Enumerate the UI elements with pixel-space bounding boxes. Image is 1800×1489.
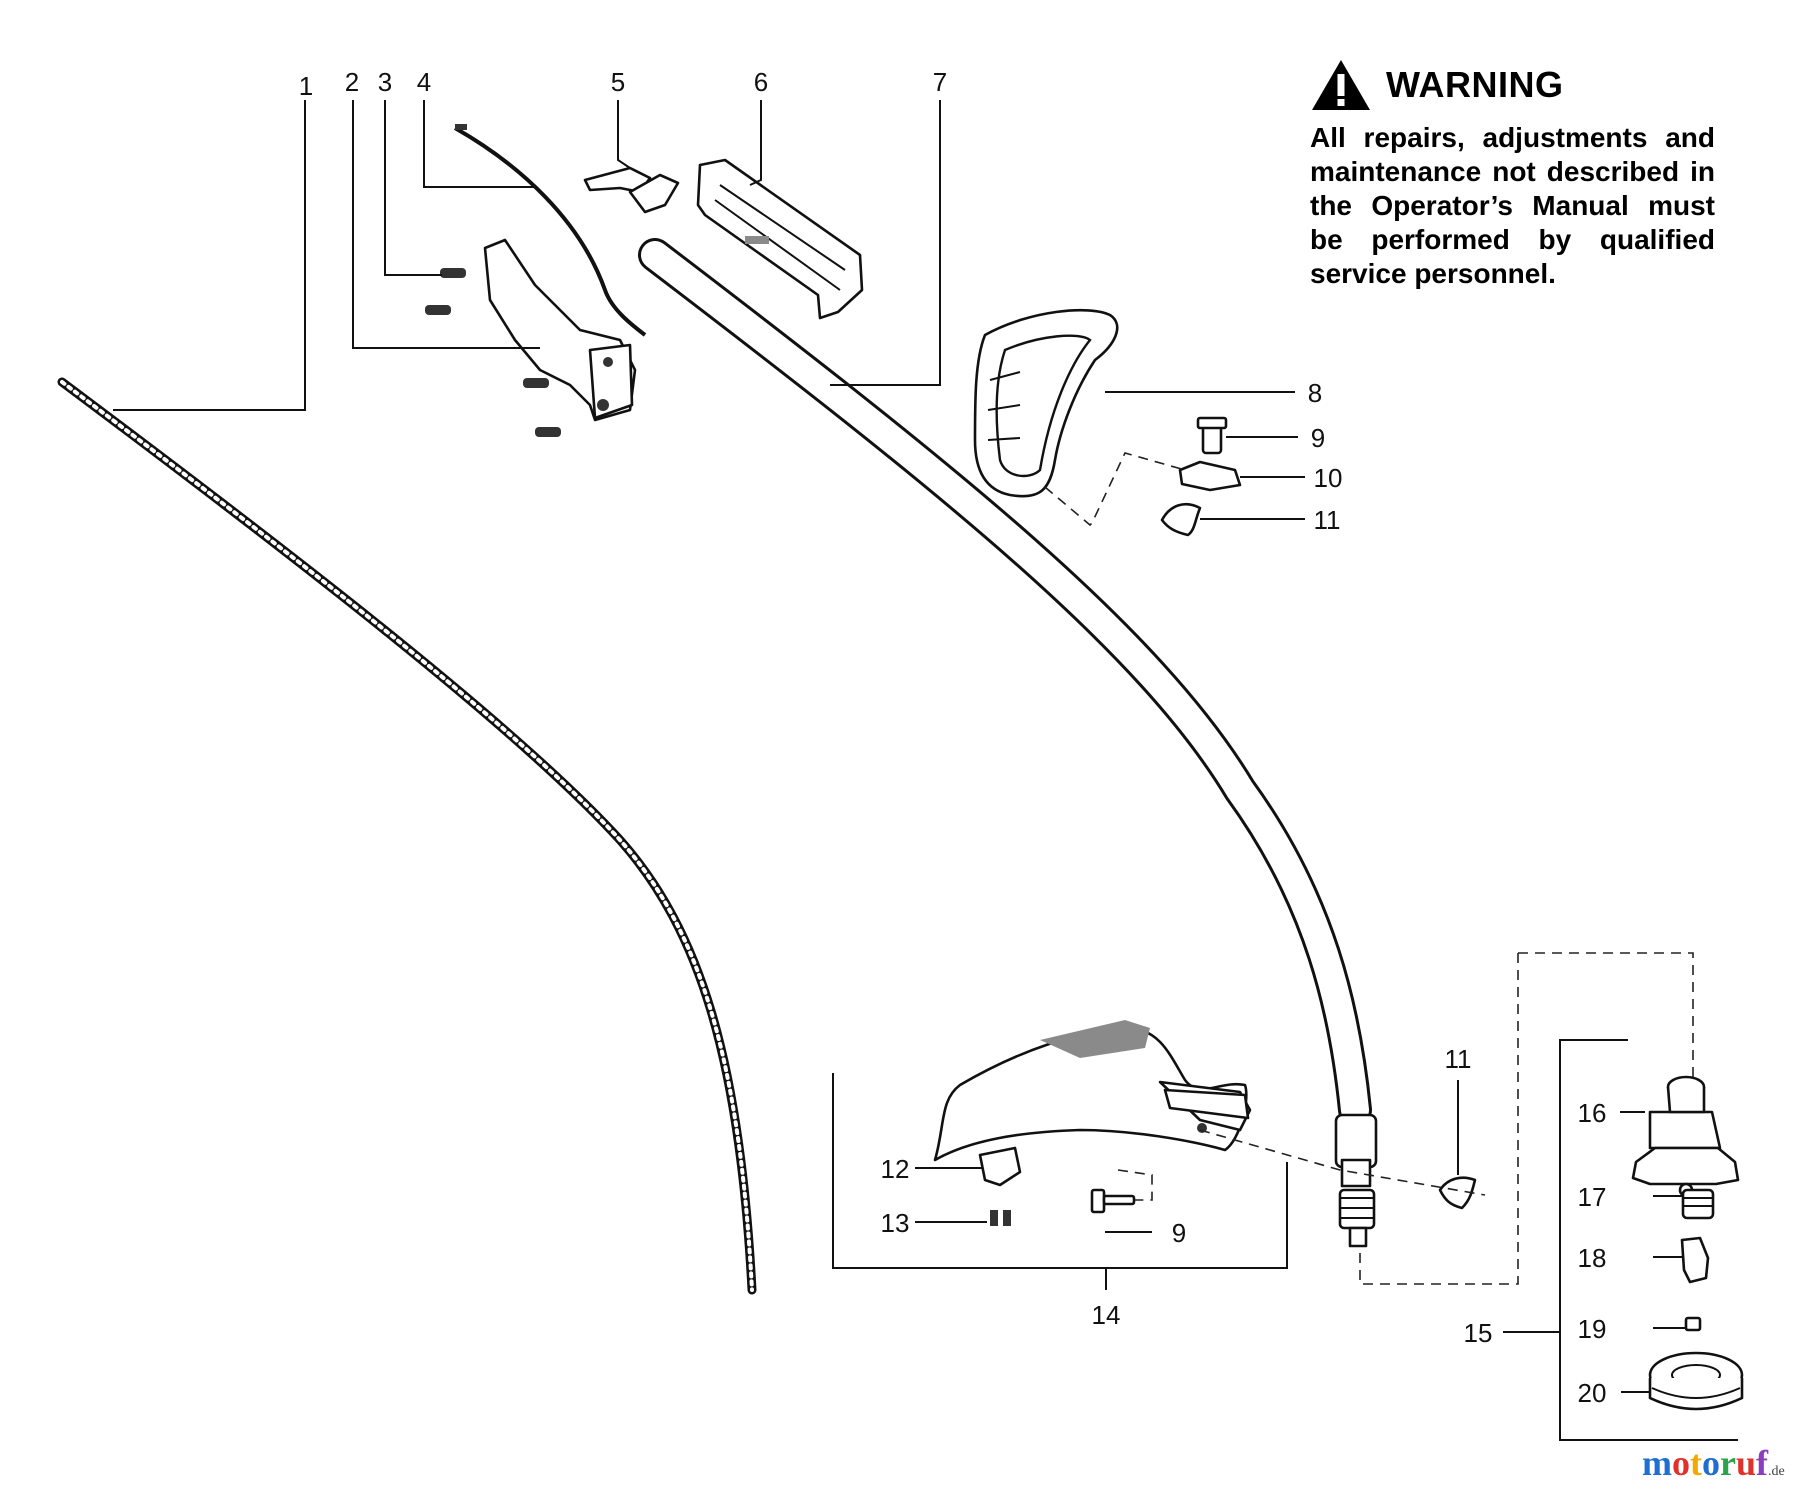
part-main-tube — [638, 238, 1378, 1248]
callout-numbers: 1 2 3 4 5 6 7 8 9 10 11 11 12 13 9 14 15… — [299, 67, 1607, 1408]
part-hanger-bracket — [696, 158, 864, 320]
callout-7: 7 — [933, 67, 947, 97]
callout-5: 5 — [611, 67, 625, 97]
callout-20: 20 — [1578, 1378, 1607, 1408]
callout-15: 15 — [1464, 1318, 1493, 1348]
watermark-tld: .de — [1768, 1464, 1785, 1479]
callout-17: 17 — [1578, 1182, 1607, 1212]
callout-2: 2 — [345, 67, 359, 97]
callout-11-lower: 11 — [1445, 1044, 1472, 1074]
callout-10: 10 — [1314, 463, 1343, 493]
callout-6: 6 — [754, 67, 768, 97]
callout-3: 3 — [378, 67, 392, 97]
callout-16: 16 — [1578, 1098, 1607, 1128]
part-wing-nut-lower — [1117, 1129, 1486, 1210]
callout-18: 18 — [1578, 1243, 1607, 1273]
callout-1: 1 — [299, 71, 313, 101]
part-handle-housing — [425, 238, 637, 437]
callout-13: 13 — [881, 1208, 910, 1238]
callout-14: 14 — [1092, 1300, 1121, 1330]
watermark-logo: motoruf.de — [1642, 1442, 1785, 1484]
callout-11: 11 — [1314, 505, 1341, 535]
warning-title: WARNING — [1386, 64, 1564, 105]
callout-8: 8 — [1308, 378, 1322, 408]
warning-header: WARNING — [1310, 55, 1715, 115]
part-throttle-trigger — [583, 166, 680, 214]
leader-lines — [113, 100, 1686, 1393]
part-trimmer-head — [1359, 952, 1744, 1411]
callout-19: 19 — [1578, 1314, 1607, 1344]
bracket-trimmer-head — [1503, 1039, 1738, 1441]
callout-9: 9 — [1311, 423, 1325, 453]
part-drive-shaft — [57, 377, 757, 1295]
part-loop-handle — [973, 308, 1119, 498]
bracket-shield-assembly — [832, 1073, 1288, 1290]
callout-4: 4 — [417, 67, 431, 97]
part-clamp-hardware-upper — [1044, 416, 1242, 537]
warning-notice: WARNING All repairs, adjustments and mai… — [1310, 55, 1715, 291]
callout-9-lower: 9 — [1172, 1218, 1186, 1248]
callout-12: 12 — [881, 1154, 910, 1184]
warning-triangle-icon — [1312, 60, 1370, 110]
part-throttle-cable — [454, 124, 647, 337]
warning-text: All repairs, adjustments and maintenance… — [1310, 122, 1715, 289]
part-debris-shield — [933, 1020, 1252, 1226]
watermark-name: motoruf — [1642, 1443, 1769, 1483]
